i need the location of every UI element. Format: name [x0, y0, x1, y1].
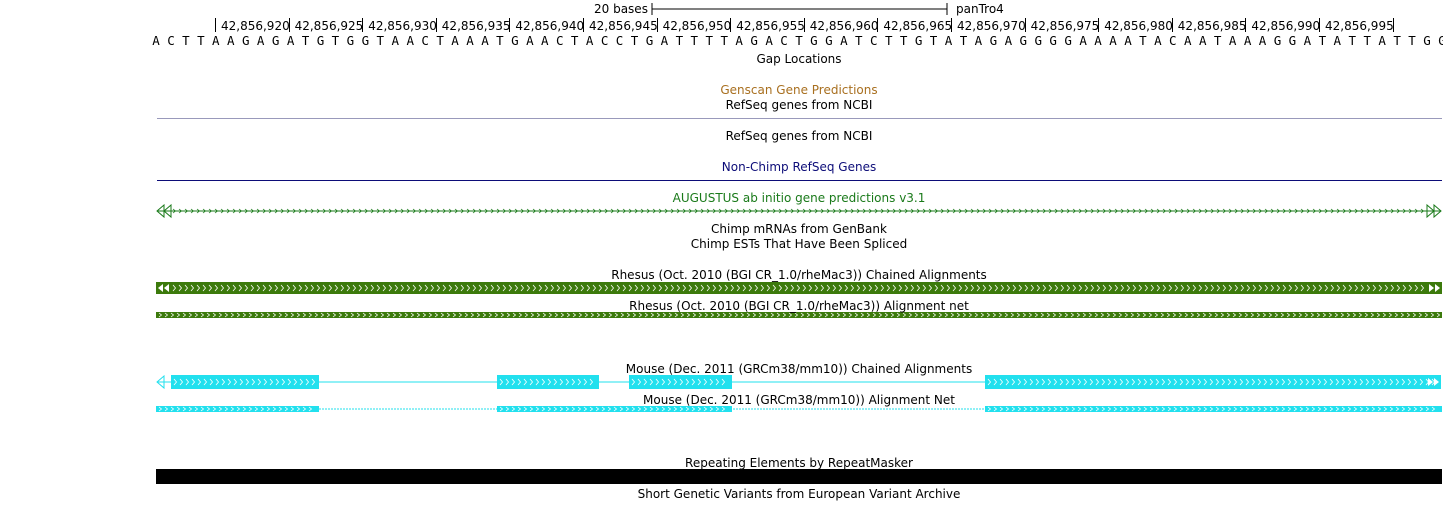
- track-label-repeatmasker[interactable]: Repeating Elements by RepeatMasker: [685, 456, 913, 470]
- mouse-net-arrows: [987, 406, 1436, 412]
- ruler-tick: [877, 18, 879, 32]
- rhesus-net-arrows: [158, 312, 1441, 318]
- ruler-tick: [730, 18, 732, 32]
- rhesus-chain-arrows: [172, 284, 1425, 292]
- mouse-chain-block: [497, 375, 599, 389]
- rhesus-chain-right-arrow: [1429, 284, 1440, 292]
- ruler-tick: [288, 18, 290, 32]
- ruler-tick: [1171, 18, 1173, 32]
- track-label-eva[interactable]: Short Genetic Variants from European Var…: [637, 487, 961, 501]
- track-label-xeno-refseq[interactable]: Non-Chimp RefSeq Genes: [721, 160, 877, 174]
- mouse-chain-left-arrow: [156, 374, 165, 390]
- mouse-chain-arrows: [631, 378, 726, 386]
- ruler-position-label: 42,856,940: [515, 19, 585, 33]
- track-label-est[interactable]: Chimp ESTs That Have Been Spliced: [690, 237, 908, 251]
- ruler-position-label: 42,856,970: [957, 19, 1026, 33]
- mouse-net-block: [497, 406, 732, 412]
- xeno-refseq-feature-line[interactable]: [157, 180, 1442, 181]
- ruler-position-label: 42,856,985: [1177, 19, 1247, 33]
- mouse-chain-block: [629, 375, 732, 389]
- track-label-gap[interactable]: Gap Locations: [756, 52, 842, 66]
- rhesus-net-block: [156, 312, 1442, 318]
- ruler-position-label: 42,856,955: [736, 19, 805, 33]
- ruler-position-label: 42,856,980: [1104, 19, 1173, 33]
- ruler-position-label: 42,856,935: [441, 19, 511, 33]
- track-label-mrna[interactable]: Chimp mRNAs from GenBank: [711, 222, 887, 236]
- track-label-augustus[interactable]: AUGUSTUS ab initio gene predictions v3.1: [672, 191, 926, 205]
- ruler-tick: [1319, 18, 1320, 32]
- mouse-net-arrows: [158, 406, 313, 412]
- ruler-tick: [1245, 18, 1247, 32]
- ruler-tick: [1098, 18, 1100, 32]
- mouse-chain-block: [171, 375, 319, 389]
- ruler-tick: [1392, 18, 1394, 32]
- ruler-position-label: 42,856,945: [589, 19, 658, 33]
- rhesus-chain-left-arrow: [158, 284, 169, 292]
- ruler-position-label: 42,856,950: [662, 19, 732, 33]
- mouse-net-arrows: [499, 406, 726, 412]
- mouse-chain-arrows: [987, 378, 1436, 386]
- mouse-net-block: [985, 406, 1442, 412]
- ruler-tick: [583, 18, 584, 32]
- refseq-feature-line[interactable]: [157, 118, 1442, 119]
- ruler-tick: [215, 18, 216, 32]
- ruler-position-label: 42,856,975: [1030, 19, 1100, 33]
- track-label-rhesus-net[interactable]: Rhesus (Oct. 2010 (BGI CR_1.0/rheMac3)) …: [629, 299, 969, 313]
- ruler-tick: [656, 18, 658, 32]
- mouse-net-block: [156, 406, 319, 412]
- ruler-position-label: 42,856,990: [1251, 19, 1321, 33]
- augustus-right-arrow: [1426, 203, 1442, 219]
- track-label-genscan[interactable]: Genscan Gene Predictions: [720, 83, 878, 97]
- ruler-tick: [1024, 18, 1026, 32]
- track-label-refseq-1[interactable]: RefSeq genes from NCBI: [725, 98, 873, 112]
- ruler-position-label: 42,856,960: [809, 19, 879, 33]
- ruler-position-label: 42,856,995: [1325, 19, 1394, 33]
- ruler-tick: [803, 18, 805, 32]
- augustus-strand-arrows: [172, 208, 1425, 214]
- ruler-tick: [951, 18, 952, 32]
- track-label-mouse-net[interactable]: Mouse (Dec. 2011 (GRCm38/mm10)) Alignmen…: [643, 393, 955, 407]
- mouse-chain-right-arrow: [1428, 378, 1439, 386]
- track-label-rhesus-chain[interactable]: Rhesus (Oct. 2010 (BGI CR_1.0/rheMac3)) …: [611, 268, 987, 282]
- ruler-position-label: 42,856,920: [221, 19, 290, 33]
- track-label-mouse-chain[interactable]: Mouse (Dec. 2011 (GRCm38/mm10)) Chained …: [625, 362, 973, 376]
- ruler-position-label: 42,856,925: [294, 19, 364, 33]
- ruler-tick: [509, 18, 511, 32]
- ruler-tick: [362, 18, 364, 32]
- mouse-chain-arrows: [173, 378, 316, 386]
- ruler-position-label: 42,856,965: [883, 19, 953, 33]
- assembly-label: panTro4: [956, 2, 1004, 16]
- augustus-left-arrow: [156, 203, 172, 219]
- ruler-position-label: 42,856,930: [368, 19, 437, 33]
- scale-label: 20 bases: [594, 2, 648, 16]
- repeatmasker-block[interactable]: [156, 469, 1442, 484]
- mouse-chain-arrows: [499, 378, 594, 386]
- track-label-refseq-2[interactable]: RefSeq genes from NCBI: [725, 129, 873, 143]
- ruler-tick: [435, 18, 437, 32]
